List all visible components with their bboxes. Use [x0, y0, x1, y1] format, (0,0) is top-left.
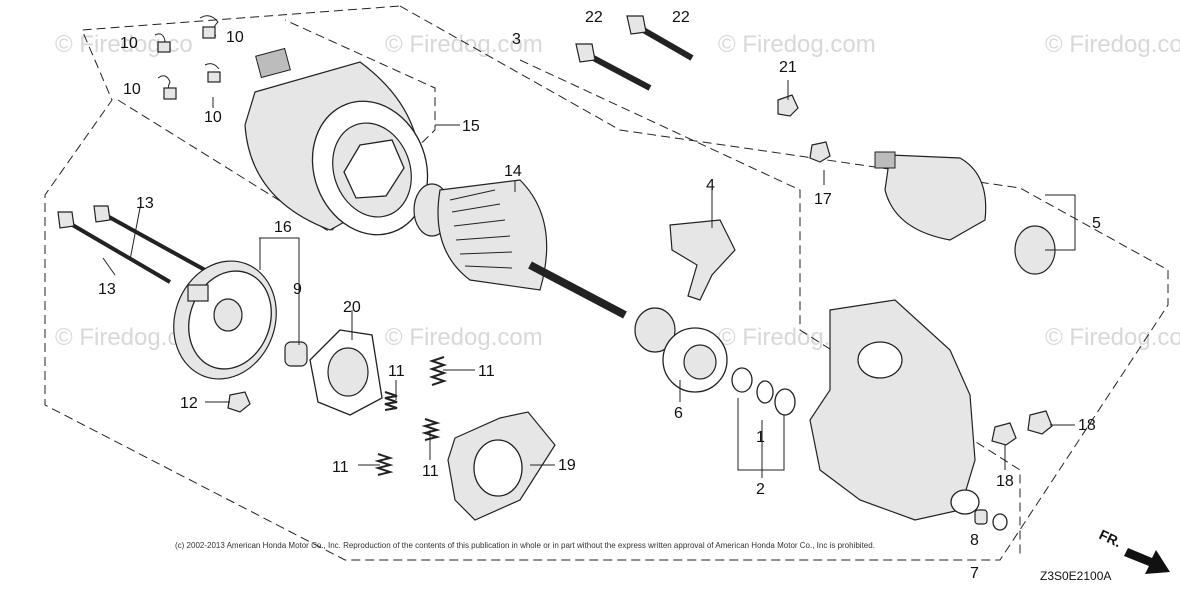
- callout-13: 13: [98, 281, 116, 298]
- callout-16: 16: [274, 219, 292, 236]
- front-arrow-icon: [1124, 548, 1170, 574]
- leader-lines: [102, 80, 1076, 478]
- callout-11: 11: [422, 463, 439, 480]
- callout-19: 19: [558, 457, 576, 474]
- rear-cover: [173, 260, 277, 380]
- drive-housing: [809, 299, 980, 521]
- front-label: FR.: [1097, 526, 1124, 550]
- callout-1: 1: [756, 429, 765, 446]
- callout-11: 11: [388, 363, 405, 380]
- stopper-rings: [731, 367, 796, 416]
- yoke: [244, 47, 429, 236]
- pinion-gear: [634, 307, 728, 393]
- mounting-bolts: [575, 15, 694, 91]
- solenoid: [874, 151, 1056, 275]
- shift-lever: [669, 219, 736, 301]
- solenoid-nut: [777, 94, 799, 117]
- callout-labels: 1 2 3 4 5 6 7 8 9 10 10 10 10 11 11 11 1…: [98, 9, 1101, 582]
- callout-10: 10: [120, 35, 138, 52]
- housing-nut: [1027, 410, 1053, 435]
- callout-2: 2: [756, 481, 765, 498]
- watermark: © Firedog.com: [385, 324, 543, 351]
- callout-6: 6: [674, 405, 683, 422]
- callout-4: 4: [706, 177, 715, 194]
- brush-springs: [374, 356, 448, 476]
- callout-9: 9: [293, 281, 302, 298]
- rear-nut: [227, 391, 251, 413]
- yoke-assembly-outline: [117, 19, 436, 233]
- armature: [413, 179, 627, 319]
- front-direction-indicator: FR.: [1097, 526, 1170, 574]
- callout-14: 14: [504, 163, 522, 180]
- callout-15: 15: [462, 118, 480, 135]
- callout-17: 17: [814, 191, 832, 208]
- callout-21: 21: [779, 59, 797, 76]
- through-bolts: [57, 205, 206, 284]
- watermark: © Firedog.com: [1045, 31, 1180, 58]
- watermark: © Firedog.com: [1045, 324, 1180, 351]
- callout-8: 8: [970, 532, 979, 549]
- front-bushing: [974, 509, 1008, 531]
- callout-22: 22: [672, 9, 690, 26]
- brushes: [154, 15, 221, 100]
- callout-13: 13: [136, 195, 154, 212]
- watermark: © Firedog.com: [718, 31, 876, 58]
- callout-22: 22: [585, 9, 603, 26]
- diagram-code: Z3S0E2100A: [1040, 569, 1111, 583]
- commutator-end-holder: [447, 411, 556, 521]
- callout-3: 3: [512, 31, 521, 48]
- callout-10: 10: [123, 81, 141, 98]
- callout-7: 7: [970, 565, 979, 582]
- bushing: [284, 341, 308, 367]
- armature-bracket-outline: [519, 59, 1021, 555]
- callout-11: 11: [478, 363, 495, 380]
- callout-10: 10: [226, 29, 244, 46]
- callout-18: 18: [1078, 417, 1096, 434]
- callout-10: 10: [204, 109, 222, 126]
- callout-20: 20: [343, 299, 361, 316]
- callout-5: 5: [1092, 215, 1101, 232]
- callout-12: 12: [180, 395, 198, 412]
- copyright-notice: (c) 2002-2013 American Honda Motor Co., …: [175, 541, 875, 550]
- brush-holder-plate: [309, 329, 383, 416]
- housing-nut: [991, 422, 1017, 446]
- watermark: © Firedog.com: [385, 31, 543, 58]
- watermark-layer: © Firedog.co © Firedog.com © Firedog.com…: [55, 31, 1180, 351]
- callout-11: 11: [332, 459, 349, 476]
- callout-18: 18: [996, 473, 1014, 490]
- washer-nut: [809, 141, 831, 163]
